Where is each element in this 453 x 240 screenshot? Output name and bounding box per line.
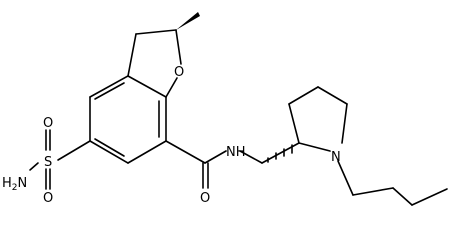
sulfur-label: S <box>44 155 52 170</box>
amide-group <box>165 140 263 189</box>
molecule-structure-diagram: O O S O H2N O NH N <box>2 12 448 206</box>
methyl-wedge <box>176 12 200 30</box>
sulfonamide-group <box>29 129 91 190</box>
structure-svg: O O S O H2N O NH N <box>2 12 448 206</box>
benzene-ring <box>89 75 167 164</box>
pyrrolidine-ring <box>288 86 348 152</box>
ring-oxygen-label: O <box>174 65 184 80</box>
amide-nh-label: NH <box>226 145 246 160</box>
dihydrofuran-ring <box>127 12 200 98</box>
butyl-chain <box>337 160 448 206</box>
amide-oxygen-label: O <box>200 191 210 206</box>
sulfonyl-o-bottom-label: O <box>43 191 53 206</box>
hashed-wedge <box>261 142 300 164</box>
sulfonyl-o-top-label: O <box>43 116 53 131</box>
pyrrolidine-n-label: N <box>331 150 341 165</box>
sulfonamide-nh2-label: H2N <box>2 176 27 193</box>
